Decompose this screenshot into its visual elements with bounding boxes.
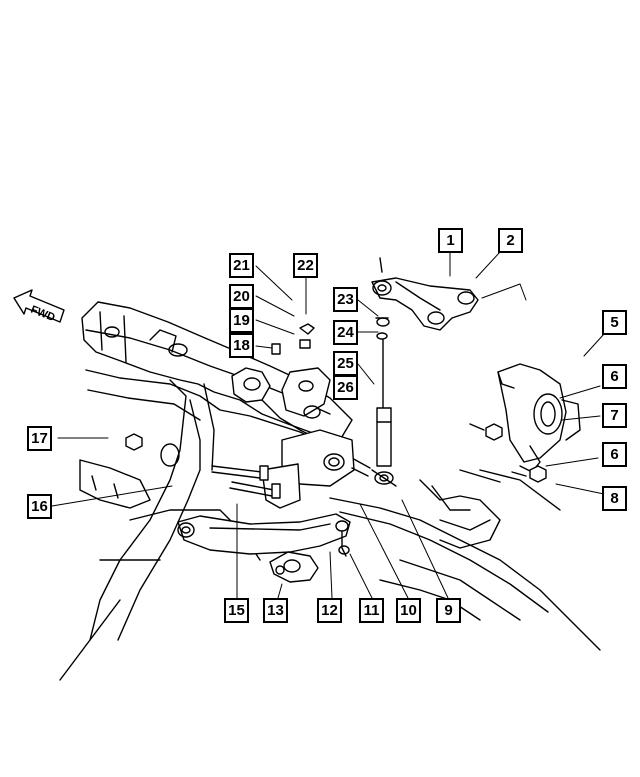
- callout-box[interactable]: 12: [317, 598, 342, 623]
- lower-right-structure: [329, 469, 601, 651]
- callout-box[interactable]: 15: [224, 598, 249, 623]
- callout-box[interactable]: 26: [333, 375, 358, 400]
- frame-crossmember: [59, 301, 371, 681]
- callout-box[interactable]: 11: [359, 598, 384, 623]
- upper-mount: [231, 367, 331, 441]
- callout-box[interactable]: 13: [263, 598, 288, 623]
- callout-box[interactable]: 25: [333, 351, 358, 376]
- fwd-arrow-icon: FWD: [13, 289, 65, 324]
- steering-knuckle: [497, 363, 581, 473]
- callout-box[interactable]: 21: [229, 253, 254, 278]
- shock-absorber: [351, 317, 397, 487]
- callout-box[interactable]: 2: [498, 228, 523, 253]
- callout-box[interactable]: 20: [229, 284, 254, 309]
- hardware: [125, 317, 547, 483]
- lower-control-arm: [177, 513, 351, 557]
- callout-box[interactable]: 1: [438, 228, 463, 253]
- callout-box[interactable]: 7: [602, 403, 627, 428]
- upper-control-arm: [371, 257, 479, 331]
- callout-box[interactable]: 22: [293, 253, 318, 278]
- callout-box[interactable]: 10: [396, 598, 421, 623]
- callout-box[interactable]: 9: [436, 598, 461, 623]
- callout-box[interactable]: 8: [602, 486, 627, 511]
- callout-box[interactable]: 24: [333, 320, 358, 345]
- bolts: [211, 465, 281, 499]
- leader-lines: [51, 251, 605, 599]
- callout-box[interactable]: 19: [229, 308, 254, 333]
- bushing-assembly: [269, 551, 319, 583]
- callout-box[interactable]: 23: [333, 287, 358, 312]
- callout-box[interactable]: 6: [602, 364, 627, 389]
- callout-box[interactable]: 18: [229, 333, 254, 358]
- callout-box[interactable]: 17: [27, 426, 52, 451]
- callout-box[interactable]: 16: [27, 494, 52, 519]
- callout-box[interactable]: 5: [602, 310, 627, 335]
- callout-box[interactable]: 6: [602, 442, 627, 467]
